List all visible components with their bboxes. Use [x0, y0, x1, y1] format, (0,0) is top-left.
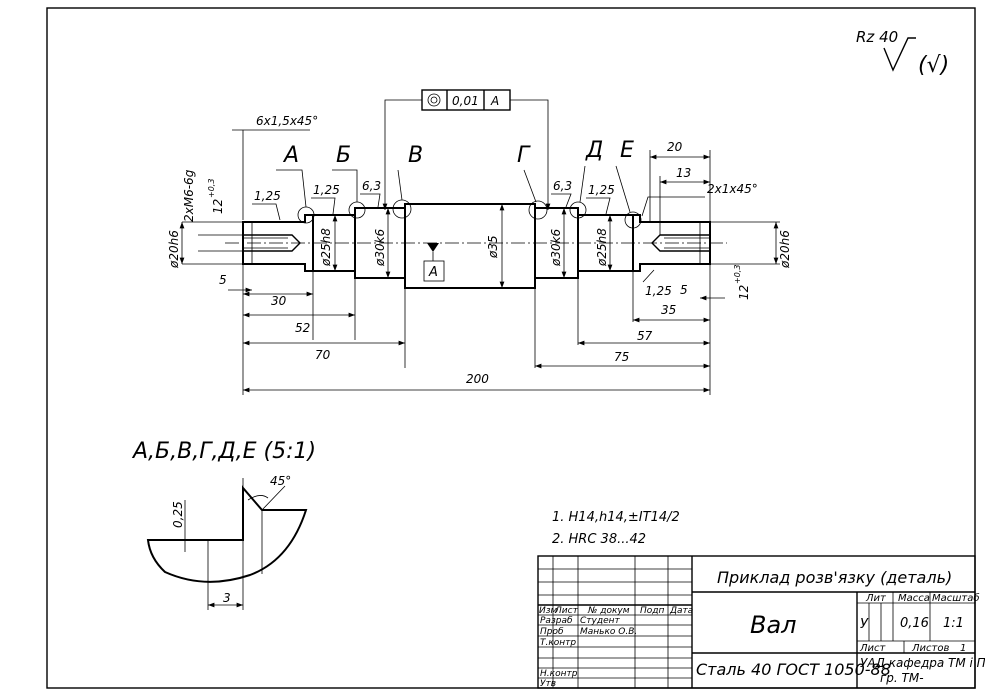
section-letter-v: В — [408, 143, 423, 168]
row-utv: Утв — [540, 679, 556, 689]
note-2: 2. HRC 38...42 — [552, 532, 646, 547]
doc-title: Приклад розв'язку (деталь) — [717, 568, 952, 587]
sheet-label: Лист — [859, 643, 887, 654]
datum-label: A — [428, 265, 438, 280]
dim-57: 57 — [637, 329, 653, 343]
scale-label: Масштаб — [932, 592, 980, 604]
mass-label: Масса — [898, 593, 930, 604]
diameter-25-right: ø25h8 — [595, 228, 609, 267]
hole-depth-left-tol: +0,3 — [207, 179, 216, 198]
row-nkontr: Н.контр — [540, 669, 578, 679]
diameter-30-right: ø30k6 — [549, 228, 563, 267]
detail-depth: 0,25 — [171, 501, 185, 528]
diameter-25-left: ø25h8 — [319, 228, 333, 267]
roughness-mark-3: 6,3 — [362, 179, 381, 193]
row-razrab: Разраб — [540, 616, 573, 626]
dim-52: 52 — [295, 321, 310, 335]
hdr-list: Лист — [554, 606, 579, 616]
chamfer-left-label: 6x1,5x45° — [256, 114, 318, 128]
hole-depth-right-tol: +0,3 — [733, 265, 742, 284]
detail-width: 3 — [223, 591, 231, 605]
dim-5-left: 5 — [219, 273, 227, 287]
hdr-data: Дата — [669, 606, 693, 616]
section-letter-g: Г — [517, 143, 531, 168]
hole-depth-left: 12 — [211, 199, 225, 214]
chamfer-right-label: 2x1x45° — [707, 182, 758, 196]
roughness-label: Rz 40 — [856, 28, 898, 46]
organization: УАД кафедра ТМ і ПМ — [860, 656, 985, 670]
roughness-general-symbol: (√) — [918, 53, 949, 78]
detail-view: А,Б,В,Г,Д,Е (5:1) 3 0,25 45° — [131, 439, 316, 610]
scale-value: 1:1 — [943, 616, 964, 631]
diameter-30-left: ø30k6 — [373, 228, 387, 267]
dim-5-right: 5 — [680, 283, 688, 297]
roughness-mark-4: 6,3 — [553, 179, 572, 193]
general-roughness: Rz 40 (√) — [856, 28, 949, 78]
dim-20: 20 — [667, 140, 683, 154]
diameter-20-left: ø20h6 — [167, 230, 181, 269]
sheets-label: Листов — [911, 643, 949, 654]
hdr-podp: Подп — [640, 606, 664, 616]
roughness-mark-5: 1,25 — [588, 183, 615, 197]
mass-value: 0,16 — [900, 616, 929, 631]
section-letter-b: Б — [336, 143, 351, 168]
row-tkontr: Т.контр — [540, 638, 576, 648]
title-block: Приклад розв'язку (деталь) Вал Сталь 40 … — [537, 555, 985, 689]
diameter-labels: ø20h6 ø25h8 ø30k6 ø35 ø30k6 ø25h8 ø20h6 — [167, 204, 792, 288]
section-letter-a: А — [282, 143, 299, 168]
hdr-izm: Изм — [539, 606, 558, 616]
part-name: Вал — [750, 611, 797, 639]
checker: Манько О.В. — [580, 627, 637, 637]
tolerance-datum: A — [490, 94, 499, 108]
material: Сталь 40 ГОСТ 1050-88 — [696, 660, 891, 679]
section-letter-e: Е — [620, 138, 634, 163]
lit-value: У — [860, 617, 869, 632]
hdr-doc-no: № докум — [587, 606, 630, 616]
detail-angle: 45° — [270, 474, 291, 488]
dim-75: 75 — [614, 350, 629, 364]
note-1: 1. H14,h14,±IT14/2 — [552, 510, 680, 525]
group: гр. ТМ- — [880, 671, 924, 685]
section-letter-d: Д — [585, 138, 603, 163]
thread-label: 2xM6-6g — [182, 169, 196, 222]
datum-a: A — [423, 243, 445, 282]
tolerance-value: 0,01 — [452, 94, 479, 108]
length-dimensions: 5 30 52 70 200 5 35 57 75 20 13 — [219, 140, 725, 395]
diameter-35: ø35 — [486, 235, 500, 259]
dim-35: 35 — [661, 303, 676, 317]
detail-title: А,Б,В,Г,Д,Е (5:1) — [131, 439, 316, 464]
developer: Студент — [580, 616, 620, 626]
dim-30: 30 — [271, 294, 287, 308]
dim-70: 70 — [315, 348, 331, 362]
drawing-frame — [46, 7, 976, 689]
hole-depth-right: 12 — [737, 285, 751, 300]
sheets-value: 1 — [960, 643, 966, 654]
lit-label: Лит — [865, 593, 887, 604]
roughness-mark-1: 1,25 — [254, 189, 281, 203]
diameter-20-right: ø20h6 — [778, 230, 792, 269]
roughness-mark-6: 1,25 — [645, 284, 672, 298]
tolerance-frame: 0,01 A — [382, 89, 551, 210]
row-prob: Проб — [540, 627, 564, 637]
roughness-mark-2: 1,25 — [313, 183, 340, 197]
dim-200: 200 — [466, 372, 489, 386]
dim-13: 13 — [676, 166, 691, 180]
